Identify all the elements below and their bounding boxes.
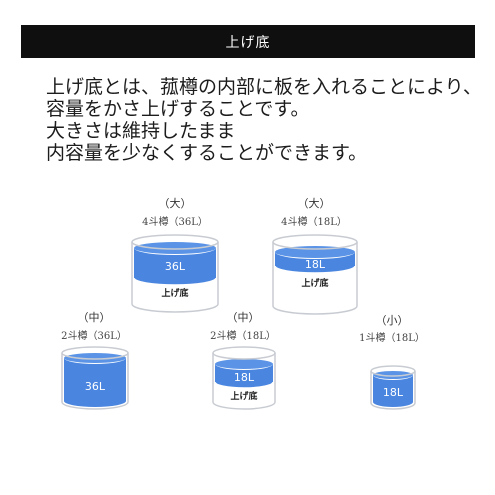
section-header: 上げ底 [21,25,475,58]
raised-bottom-label: 上げ底 [230,390,257,402]
barrel-volume-text: 18L [234,371,255,384]
barrel-size-label: （小） [375,314,409,327]
raised-bottom-label: 上げ底 [161,287,188,299]
barrel-large-18l: 18L 上げ底 [272,234,358,315]
intro-line: 内容量を少なくすることができます。 [46,142,368,164]
section-title: 上げ底 [225,34,271,51]
intro-line: 容量をかさ上げすることです。 [46,98,310,120]
barrel-size-label: （大） [158,197,192,210]
intro-line: 大きさは維持したまま [46,120,236,142]
barrel-volume-text: 36L [85,380,106,393]
barrel-size-label: （中） [226,311,260,324]
barrel-medium-18l: 18L 上げ底 [212,346,276,410]
barrel-capacity-label: 4斗樽（18L） [281,217,347,228]
raised-bottom-label: 上げ底 [301,277,328,289]
barrel-size-label: （中） [77,311,111,324]
barrel-size-label: （大） [297,197,331,210]
barrel-medium-36l: 36L [61,346,129,410]
barrel-volume-text: 18L [305,258,326,271]
intro-text: 上げ底とは、菰樽の内部に板を入れることにより、 容量をかさ上げすることです。 大… [46,76,486,164]
barrel-large-36l: 36L 上げ底 [131,234,219,313]
barrel-capacity-label: 2斗樽（36L） [61,331,127,342]
barrel-volume-text: 36L [165,260,186,273]
intro-line: 上げ底とは、菰樽の内部に板を入れることにより、 [46,76,482,98]
barrel-volume-text: 18L [383,386,404,399]
barrel-capacity-label: 4斗樽（36L） [142,217,208,228]
barrel-capacity-label: 2斗樽（18L） [210,331,276,342]
barrel-capacity-label: 1斗樽（18L） [359,333,425,344]
barrel-small-18l: 18L [370,365,416,410]
